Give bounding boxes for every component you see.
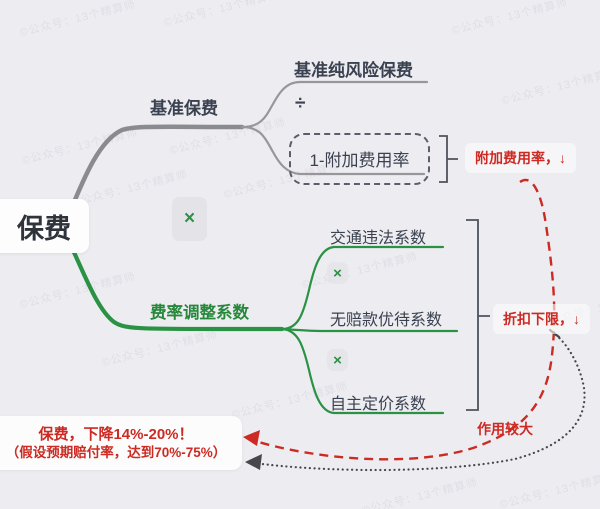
branch-gray-upper (240, 80, 429, 129)
branch-gray-main (67, 124, 245, 215)
operator-divide: ÷ (295, 93, 306, 114)
bracket-loading (439, 135, 458, 183)
red-dashed-curve (251, 178, 556, 461)
result-box: 保费，下降14%-20%！ （假设预期赔付率，达到70%-75%） (0, 416, 242, 470)
branch-green-factor3 (280, 327, 445, 415)
result-line2: （假设预期赔付率，达到70%-75%） (5, 444, 227, 460)
node-no-claim-discount-factor: 无赔款优待系数 (330, 312, 443, 329)
annotation-effect: 作用较大 (477, 421, 533, 437)
operator-multiply-2-symbol: × (333, 351, 342, 369)
node-loading-rate-label: 1-附加费用率 (309, 151, 410, 170)
annotation-discount-floor: 折扣下限，↓ (493, 304, 590, 334)
node-loading-rate-box: 1-附加费用率 (289, 133, 430, 185)
node-premium-root: 保费 (0, 199, 89, 253)
operator-multiply-main: × (172, 197, 207, 241)
result-line1: 保费，下降14%-20%！ (38, 425, 194, 443)
red-arrowhead (243, 430, 260, 446)
black-dotted-curve (252, 333, 586, 472)
bracket-factors (466, 219, 490, 411)
operator-multiply-1-symbol: × (333, 264, 342, 282)
node-pure-risk-premium: 基准纯风险保费 (294, 61, 413, 80)
annotation-loading-rate: 附加费用率，↓ (465, 143, 576, 173)
node-premium-root-label: 保费 (17, 213, 71, 244)
black-arrowhead (245, 454, 262, 470)
node-rate-adjustment: 费率调整系数 (150, 304, 249, 322)
operator-multiply-2: × (327, 349, 348, 371)
branch-green-main (69, 245, 285, 332)
node-independent-pricing-factor: 自主定价系数 (330, 396, 427, 413)
node-traffic-violation-factor: 交通违法系数 (330, 230, 427, 247)
operator-multiply-main-symbol: × (183, 208, 196, 229)
branch-green-factor1 (280, 245, 445, 331)
operator-multiply-1: × (327, 262, 348, 284)
node-base-premium: 基准保费 (150, 99, 218, 118)
